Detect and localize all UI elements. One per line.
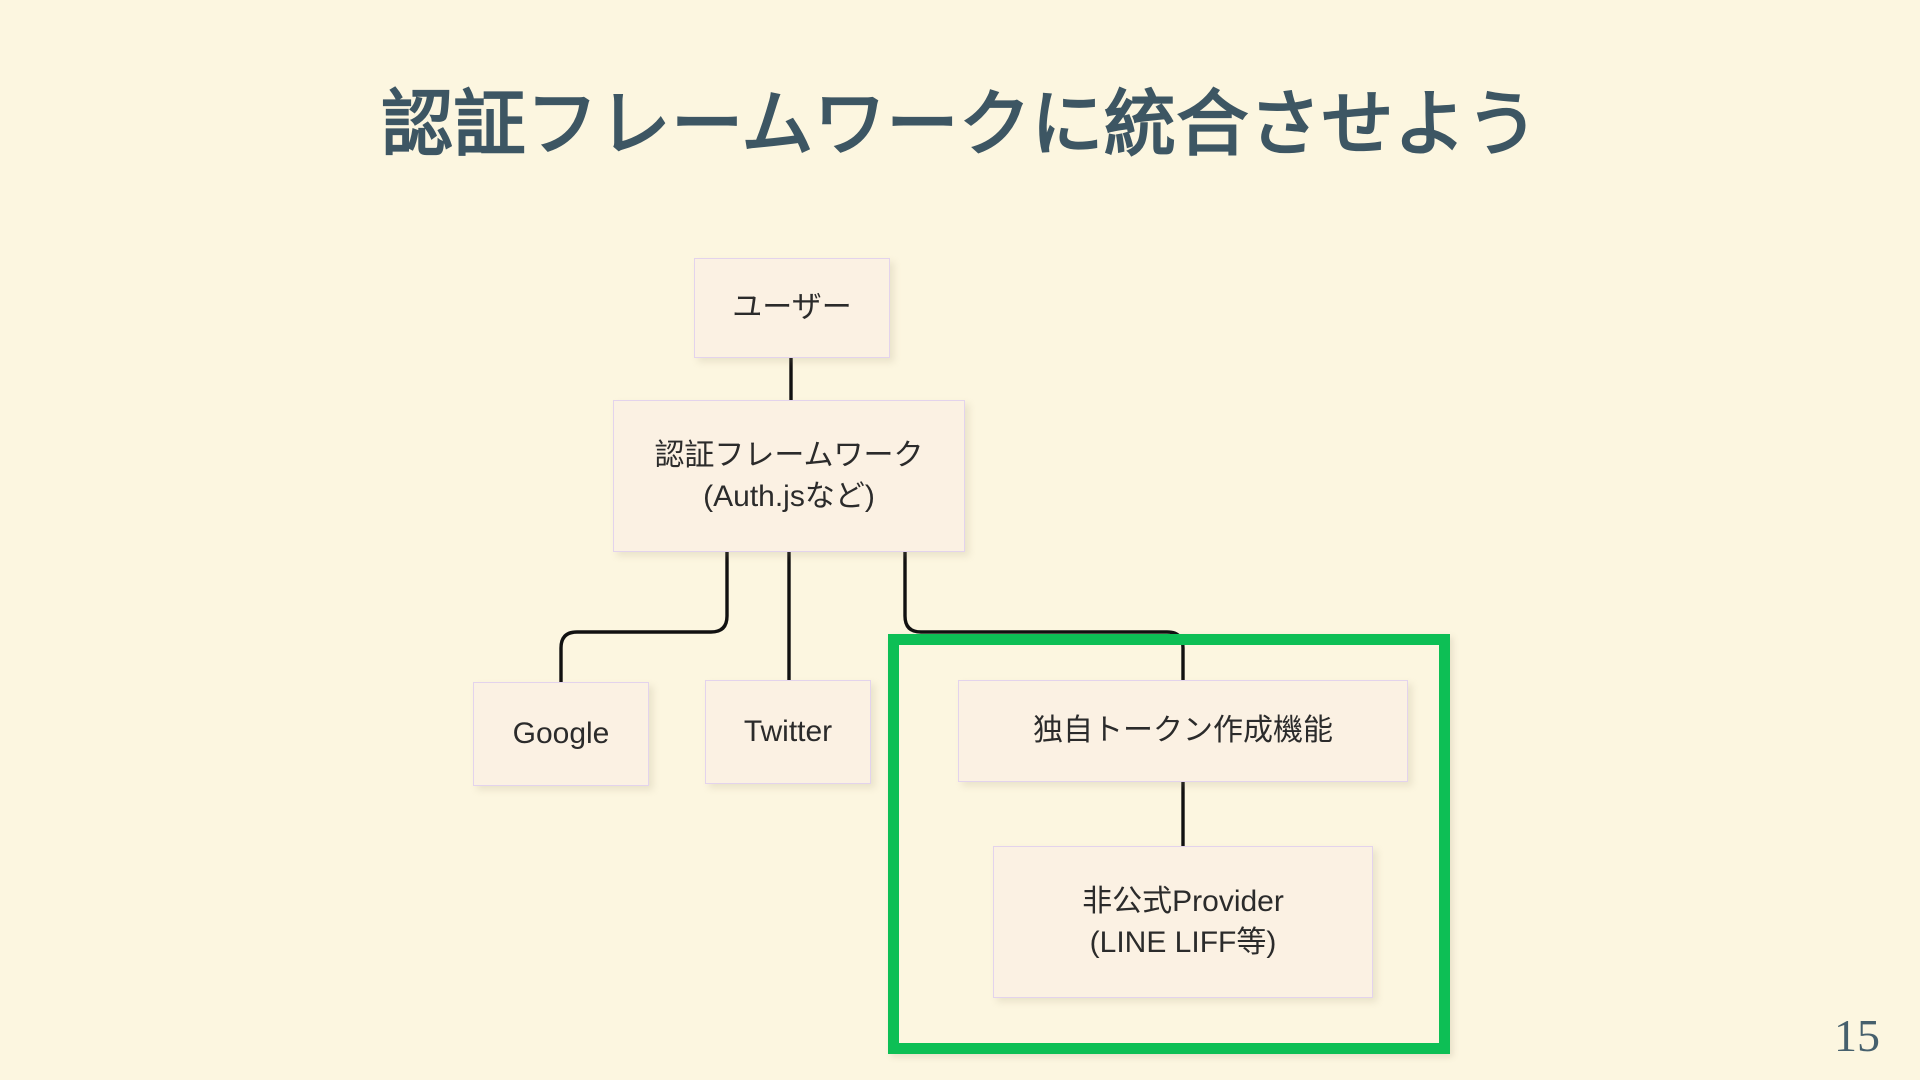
- highlight-frame: [888, 634, 1450, 1054]
- page-title: 認証フレームワークに統合させよう: [381, 85, 1539, 165]
- node-google[interactable]: Google: [473, 682, 649, 786]
- node-user[interactable]: ユーザー: [694, 258, 890, 358]
- node-unofficial-provider[interactable]: 非公式Provider (LINE LIFF等): [993, 846, 1373, 998]
- page-number: 15: [1834, 1010, 1880, 1061]
- node-custom-token-feature[interactable]: 独自トークン作成機能: [958, 680, 1408, 782]
- edge-framework-google: [559, 552, 729, 682]
- node-twitter[interactable]: Twitter: [705, 680, 871, 784]
- node-auth-framework[interactable]: 認証フレームワーク (Auth.jsなど): [613, 400, 965, 552]
